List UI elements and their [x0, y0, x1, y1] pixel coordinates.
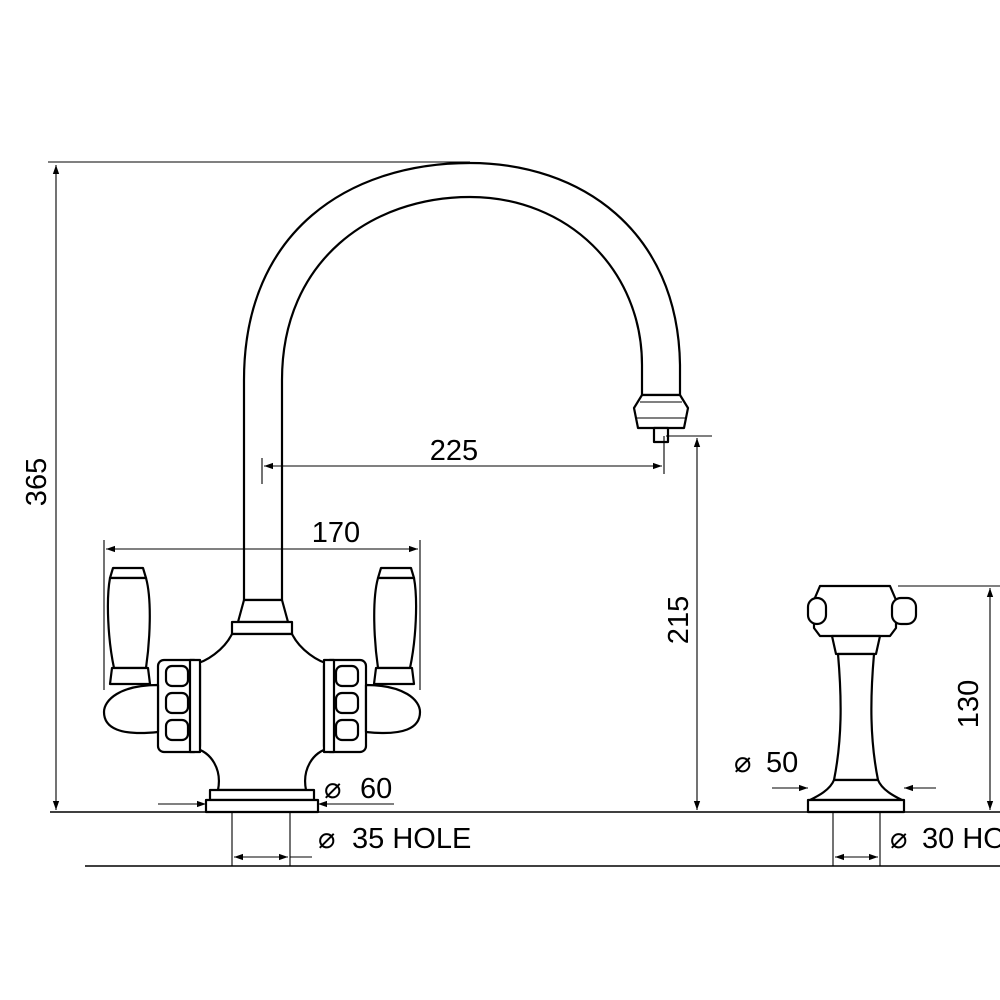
- right-lever-handle: [372, 566, 418, 686]
- right-valve: [322, 658, 422, 754]
- dim-handle-span-label: 170: [312, 517, 360, 549]
- dim-spout-reach-label: 225: [430, 435, 478, 467]
- tap-base: [208, 788, 316, 802]
- rinse-spray: [806, 584, 918, 814]
- dim-handle-span: 170: [103, 517, 421, 690]
- dim-rinse-hole-label: 30 HO: [922, 823, 1000, 855]
- dim-base-diameter-label: 60: [360, 773, 392, 805]
- dim-tap-hole-label: 35 HOLE: [352, 823, 471, 855]
- dim-tap-hole: ⌀ 35 HOLE: [234, 823, 471, 861]
- dim-rinse-base-diameter-symbol: ⌀: [734, 747, 751, 779]
- dim-rinse-base-diameter-label: 50: [766, 747, 798, 779]
- spout-collar: [236, 598, 290, 624]
- dim-tap-hole-symbol: ⌀: [318, 823, 335, 855]
- dim-spout-clearance: 215: [663, 435, 712, 810]
- dim-rinse-hole: ⌀ 30 HO: [835, 823, 1000, 861]
- dim-rinse-base-diameter: ⌀ 50: [734, 747, 936, 792]
- worktop-lines: [50, 811, 1000, 867]
- dim-base-diameter-symbol: ⌀: [324, 773, 341, 805]
- left-lever-handle: [106, 566, 152, 686]
- dim-base-diameter: ⌀ 60: [158, 773, 394, 808]
- dim-overall-height: 365: [21, 161, 470, 810]
- mixer-tap: [102, 161, 690, 814]
- spout: [242, 161, 682, 602]
- dim-spout-clearance-label: 215: [663, 596, 695, 644]
- left-valve: [102, 658, 202, 754]
- dim-rinse-height: 130: [898, 585, 1000, 810]
- tap-body: [192, 632, 332, 792]
- dim-rinse-height-label: 130: [953, 680, 985, 728]
- dim-overall-height-label: 365: [21, 458, 53, 506]
- spout-aerator: [632, 393, 690, 430]
- dim-rinse-hole-symbol: ⌀: [890, 823, 907, 855]
- dim-spout-reach: 225: [261, 435, 665, 484]
